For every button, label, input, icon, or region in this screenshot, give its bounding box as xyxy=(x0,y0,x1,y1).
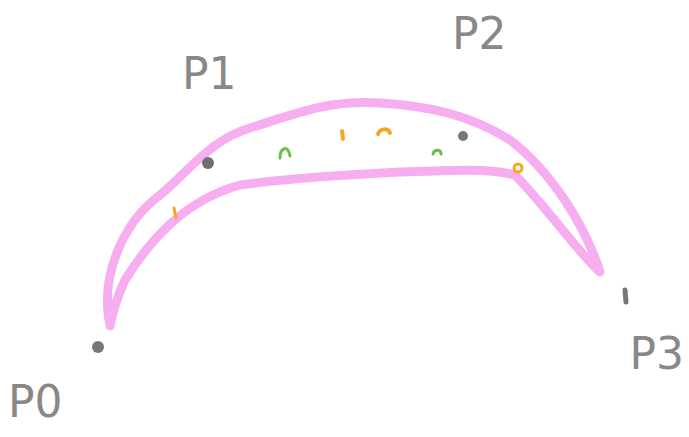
point-label: P1 xyxy=(182,52,237,96)
point-label: P0 xyxy=(8,380,63,424)
orange-mark xyxy=(514,164,522,172)
orange-mark xyxy=(378,129,390,134)
green-mark xyxy=(433,150,441,154)
control-point xyxy=(625,290,626,302)
orange-mark xyxy=(342,131,343,139)
point-label: P3 xyxy=(629,332,684,376)
curve-band xyxy=(107,103,600,326)
control-point xyxy=(202,157,214,169)
control-point xyxy=(458,131,468,141)
control-point xyxy=(92,341,104,353)
point-label: P2 xyxy=(452,12,507,56)
orange-mark xyxy=(174,208,176,218)
green-mark xyxy=(280,149,290,158)
